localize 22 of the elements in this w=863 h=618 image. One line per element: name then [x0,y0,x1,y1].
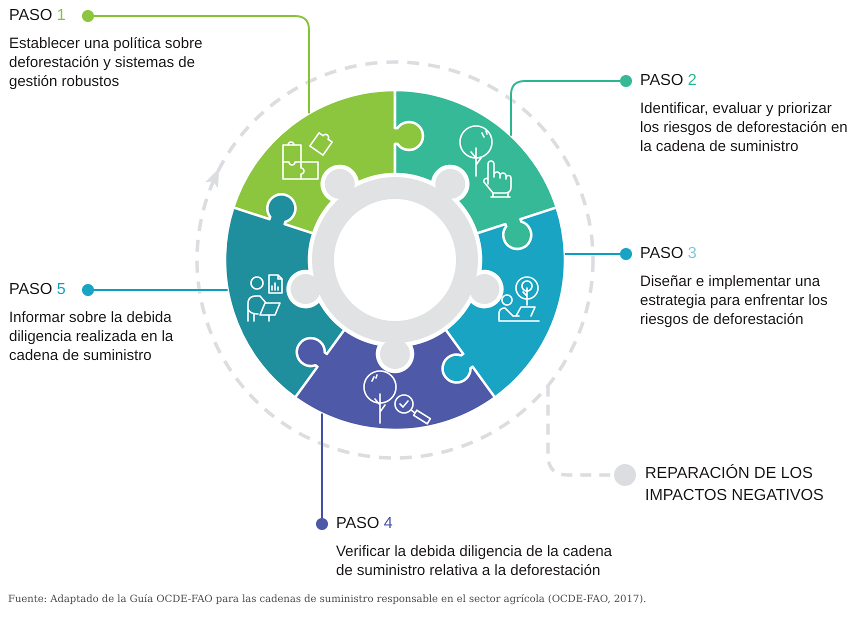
step-description: Diseñar e implementar una estrategia para enfrentar los riesgos de deforestación [640,272,829,329]
puzzle-piece [394,88,558,250]
step-heading: PASO 2 [640,71,697,91]
callout-title: REPARACIÓN DE LOS IMPACTOS NEGATIVOS [645,463,825,506]
step-description: Identificar, evaluar y priorizar los riesgos de deforestación en la cadena de suministro [640,99,849,156]
puzzle-piece [294,328,496,432]
source-caption: Fuente: Adaptado de la Guía OCDE-FAO para las cadenas de suministro responsable en el sector agrícola (OCDE-FAO, 2017). [8,593,646,607]
connector-line [82,10,310,114]
step-description: Establecer una política sobre deforestación y sistemas de gestión robustos [9,34,204,91]
step-heading: PASO 3 [640,244,697,264]
step-description: Informar sobre la debida diligencia realizada en la cadena de suministro [9,308,174,365]
puzzle-piece [224,193,346,399]
step-heading: PASO 5 [9,280,66,300]
connector-line [510,75,632,136]
step-heading: PASO 4 [336,514,393,534]
connector-line [82,284,228,296]
dashed-connector [546,386,636,486]
connector-line [316,414,328,530]
step-heading: PASO 1 [9,6,66,26]
step-description: Verificar la debida diligencia de la cadena de suministro relativa a la deforestación [336,542,614,580]
connector-line [564,248,632,260]
puzzle-piece [232,88,424,235]
